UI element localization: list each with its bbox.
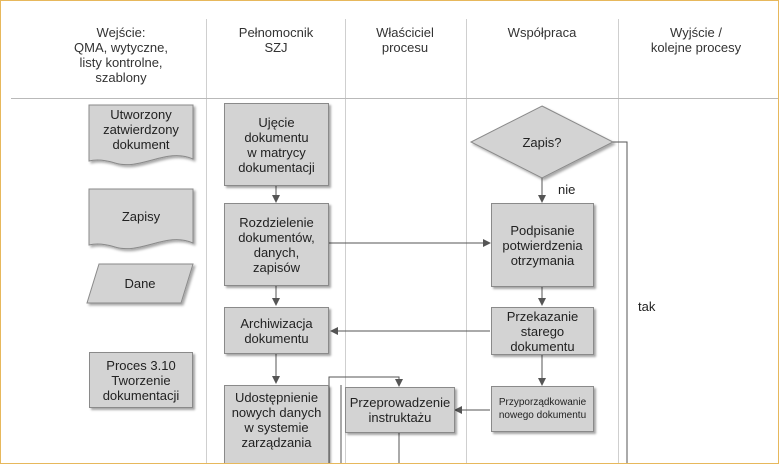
publishing-box: Udostępnienie nowych danych w systemie z… (224, 385, 329, 463)
lane-header-process-owner: Właściciel procesu (376, 25, 434, 55)
data-shape (86, 263, 194, 304)
lane-header-outputs: Wyjście / kolejne procesy (650, 25, 742, 55)
training-box: Przeprowadzenie instruktażu (345, 387, 455, 433)
lane-header-inputs: Wejście: QMA, wytyczne, listy kontrolne,… (74, 25, 168, 85)
hand-over-old-box: Przekazanie starego dokumentu (491, 307, 594, 355)
process-reference-box: Proces 3.10 Tworzenie dokumentacji (89, 352, 193, 408)
lane-header-qms-representative: Pełnomocnik SZJ (238, 25, 314, 55)
confirm-receipt-box: Podpisanie potwierdzenia otrzymania (491, 203, 594, 287)
data-label: Dane (124, 276, 156, 291)
header-divider (11, 98, 778, 99)
lane-header-cooperation: Współpraca (507, 25, 577, 40)
approved-document-shape (88, 104, 194, 166)
distribution-box: Rozdzielenie dokumentów, danych, zapisów (224, 203, 329, 286)
records-shape (88, 188, 194, 250)
assign-new-box: Przyporządkowanie nowego dokumentu (491, 386, 594, 432)
arrow-decision-yes-branch (613, 141, 628, 463)
records-label: Zapisy (121, 208, 161, 224)
lane-separator-1 (206, 19, 207, 463)
archiving-box: Archiwizacja dokumentu (224, 307, 329, 354)
record-in-matrix-box: Ujęcie dokumentu w matrycy dokumentacji (224, 103, 329, 186)
decision-label: Zapis? (522, 134, 562, 150)
lane-separator-2 (345, 19, 346, 463)
lane-separator-3 (466, 19, 467, 463)
arrow-publishing-to-training (328, 376, 403, 463)
decision-yes-label: tak (638, 299, 656, 314)
lane-separator-4 (618, 19, 619, 463)
decision-no-label: nie (558, 182, 576, 197)
approved-document-label: Utworzony zatwierdzony dokument (103, 106, 179, 152)
